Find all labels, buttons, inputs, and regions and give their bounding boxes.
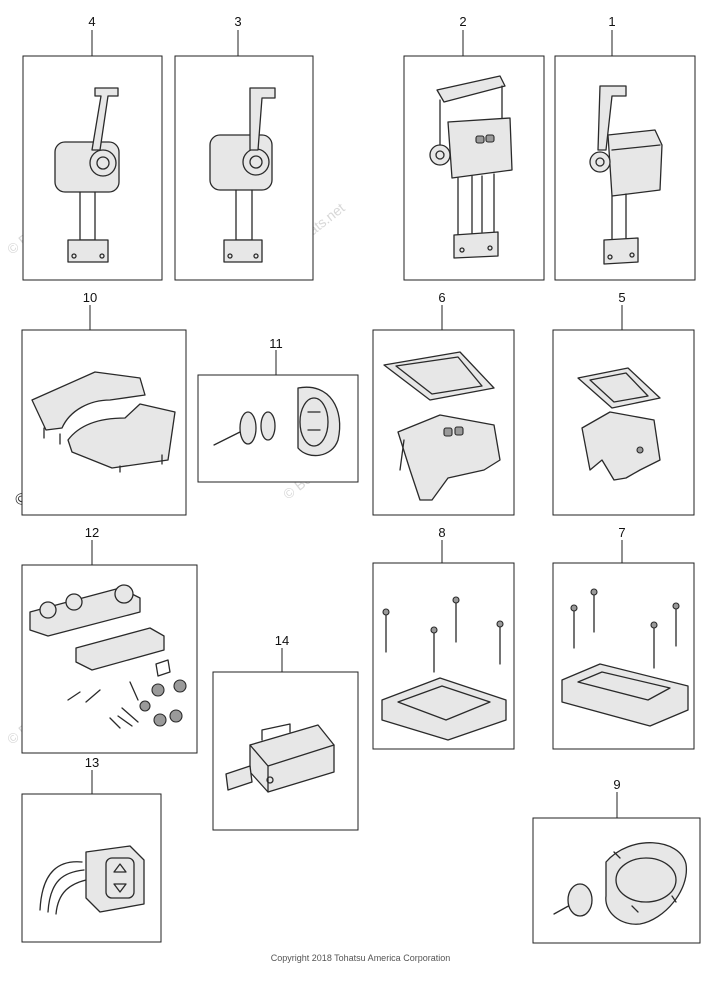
callout-7: 7 bbox=[618, 525, 625, 540]
part-13: 13 bbox=[21, 755, 162, 943]
part-11: 11 bbox=[197, 336, 359, 483]
remote-control-single-lever-illustration bbox=[209, 87, 276, 263]
callout-13: 13 bbox=[85, 755, 99, 770]
part-3: 3 bbox=[174, 14, 314, 281]
part-10: 10 bbox=[21, 290, 187, 516]
callout-1: 1 bbox=[608, 14, 615, 29]
callout-3: 3 bbox=[234, 14, 241, 29]
hardware-kit-illustration bbox=[29, 584, 187, 729]
copyright-notice: Copyright 2018 Tohatsu America Corporati… bbox=[270, 953, 451, 963]
cover-with-gasket-illustration bbox=[383, 351, 501, 501]
callout-11: 11 bbox=[269, 336, 283, 351]
callout-5: 5 bbox=[618, 290, 625, 305]
part-6: 6 bbox=[372, 290, 515, 516]
micro-switch-illustration bbox=[225, 723, 335, 793]
callout-2: 2 bbox=[459, 14, 466, 29]
part-5: 5 bbox=[552, 290, 695, 516]
part-14: 14 bbox=[212, 633, 359, 831]
cover-with-gasket-illustration bbox=[577, 367, 661, 481]
knob-ring-illustration bbox=[553, 842, 687, 925]
callout-12: 12 bbox=[85, 525, 99, 540]
part-2: 2 bbox=[403, 14, 545, 281]
callout-6: 6 bbox=[438, 290, 445, 305]
callout-9: 9 bbox=[613, 777, 620, 792]
part-1: 1 bbox=[554, 14, 696, 281]
mounting-bolts-and-base-illustration bbox=[561, 588, 689, 727]
remote-control-single-lever-illustration bbox=[54, 87, 120, 263]
callout-8: 8 bbox=[438, 525, 445, 540]
remote-control-dual-lever-illustration bbox=[429, 75, 513, 259]
callout-10: 10 bbox=[83, 290, 97, 305]
knob-and-shaft-illustration bbox=[213, 386, 341, 457]
mounting-bolts-and-base-illustration bbox=[381, 596, 507, 741]
callout-14: 14 bbox=[275, 633, 289, 648]
part-4: 4 bbox=[22, 14, 163, 281]
cover-plate-illustration bbox=[31, 371, 176, 473]
part-7: 7 bbox=[552, 525, 695, 750]
part-8: 8 bbox=[372, 525, 515, 750]
remote-control-with-cover-illustration bbox=[589, 85, 663, 265]
trim-switch-illustration bbox=[39, 845, 145, 915]
callout-4: 4 bbox=[88, 14, 95, 29]
part-9: 9 bbox=[532, 777, 701, 944]
part-12: 12 bbox=[21, 525, 198, 754]
